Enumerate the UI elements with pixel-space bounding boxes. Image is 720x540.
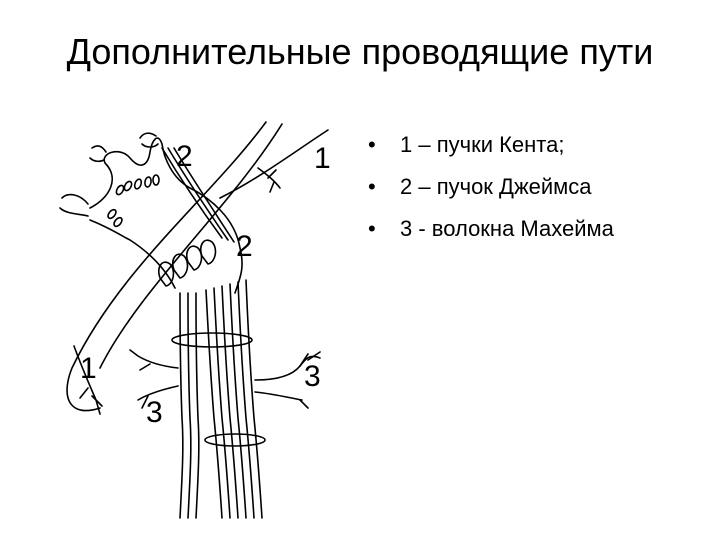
kent-twig-upper-right — [257, 167, 281, 193]
bullet-dot: • — [368, 132, 376, 157]
legend-list: • 1 – пучки Кента; • 2 – пучок Джеймса • 3 … — [366, 132, 706, 258]
heart-outline-left-inner — [99, 123, 283, 369]
his-fibre-5 — [213, 287, 231, 519]
legend-item-kent: • 1 – пучки Кента; — [366, 132, 706, 158]
kent-twig-left — [73, 345, 103, 415]
mahaim-branch-left-2 — [137, 385, 179, 409]
vessel-stub-top — [139, 132, 159, 148]
bullet-dot: • — [368, 216, 376, 241]
bullet-dot: • — [368, 174, 376, 199]
his-fibre-8 — [237, 281, 255, 519]
label-right-3: 3 — [304, 360, 321, 393]
his-fibre-9 — [245, 279, 263, 519]
label-top-1: 1 — [314, 142, 331, 175]
label-left-1: 1 — [80, 352, 97, 385]
atrial-lower-edge — [89, 219, 176, 289]
label-mid-2: 2 — [236, 230, 253, 263]
oval-7 — [113, 216, 123, 228]
vessel-stub-left — [59, 193, 89, 217]
node-lobe-2 — [171, 253, 189, 279]
mahaim-branch-right-2 — [254, 391, 303, 401]
mahaim-twigs-right — [299, 351, 321, 409]
oval-4 — [144, 176, 152, 188]
node-lobe-3 — [185, 245, 203, 271]
oval-3 — [133, 178, 143, 190]
legend-item-text: 3 - волокна Махейма — [400, 216, 614, 241]
heart-outline-upper — [219, 129, 329, 199]
oval-2 — [123, 180, 133, 192]
atrial-tissue — [89, 137, 243, 294]
diagram-svg: 2 1 2 1 3 3 — [59, 121, 331, 519]
legend-item-mahaim: • 3 - волокна Махейма — [366, 216, 706, 242]
his-fibre-7 — [229, 283, 247, 519]
james-bundle-line-1 — [161, 147, 223, 239]
slide-title: Дополнительные проводящие пути — [66, 31, 654, 72]
node-lobe-1 — [157, 261, 175, 287]
his-fibre-2 — [187, 292, 192, 519]
conduction-pathways-diagram: 2 1 2 1 3 3 — [30, 118, 370, 528]
his-fibre-3 — [195, 292, 200, 519]
his-fibre-4 — [205, 289, 223, 519]
james-bundle-line-2 — [167, 147, 229, 241]
legend-item-james: • 2 – пучок Джеймса — [366, 174, 706, 200]
oval-1 — [115, 184, 125, 196]
oval-5 — [152, 174, 160, 186]
legend-item-text: 2 – пучок Джеймса — [400, 174, 592, 199]
node-lobe-4 — [199, 239, 217, 265]
his-fibre-6 — [221, 285, 239, 519]
bundle-ring-upper — [171, 332, 253, 348]
legend-item-text: 1 – пучки Кента; — [400, 132, 565, 157]
label-bottom-3: 3 — [146, 396, 163, 429]
vessel-stub-top-left — [89, 145, 107, 163]
bundle-ring-lower — [204, 433, 266, 447]
label-top-2: 2 — [176, 140, 193, 173]
his-fibre-1 — [179, 292, 184, 519]
mahaim-branch-left — [129, 349, 179, 371]
oval-6 — [107, 208, 117, 220]
heart-outline-left-outer — [66, 121, 267, 412]
james-bundle-line-3 — [173, 147, 235, 243]
